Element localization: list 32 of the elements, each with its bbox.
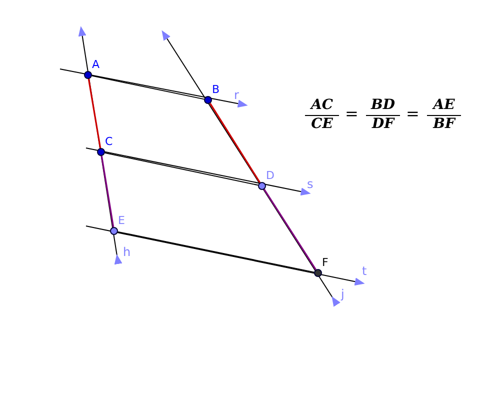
point-label: E xyxy=(118,215,125,227)
segment xyxy=(117,231,315,273)
point xyxy=(97,148,105,156)
point-label: B xyxy=(212,84,220,96)
segment xyxy=(104,152,259,186)
segment xyxy=(264,188,316,270)
fraction-numerator: AC xyxy=(309,98,334,113)
fraction-numerator: BD xyxy=(370,98,396,113)
fraction-denominator: BF xyxy=(432,117,457,132)
equals-sign: = xyxy=(406,106,420,122)
line-label: h xyxy=(123,246,131,258)
point xyxy=(314,269,322,277)
fraction-denominator: DF xyxy=(370,117,396,132)
point-label: C xyxy=(105,136,113,148)
point xyxy=(84,71,92,79)
point-label: F xyxy=(322,257,328,269)
point xyxy=(258,182,266,190)
fraction-numerator: AE xyxy=(431,98,456,113)
fraction-denominator: CE xyxy=(310,117,334,132)
segment xyxy=(209,102,261,184)
segment xyxy=(88,78,102,148)
point xyxy=(110,227,118,235)
line-label: j xyxy=(341,288,344,300)
point-label: A xyxy=(92,59,100,71)
segment xyxy=(91,75,205,100)
point xyxy=(204,96,212,104)
line-label: s xyxy=(307,178,314,190)
equals-sign: = xyxy=(345,106,358,122)
segment xyxy=(100,156,114,228)
point-label: D xyxy=(266,170,274,182)
line-label: r xyxy=(234,89,239,101)
line-label: t xyxy=(362,265,367,277)
